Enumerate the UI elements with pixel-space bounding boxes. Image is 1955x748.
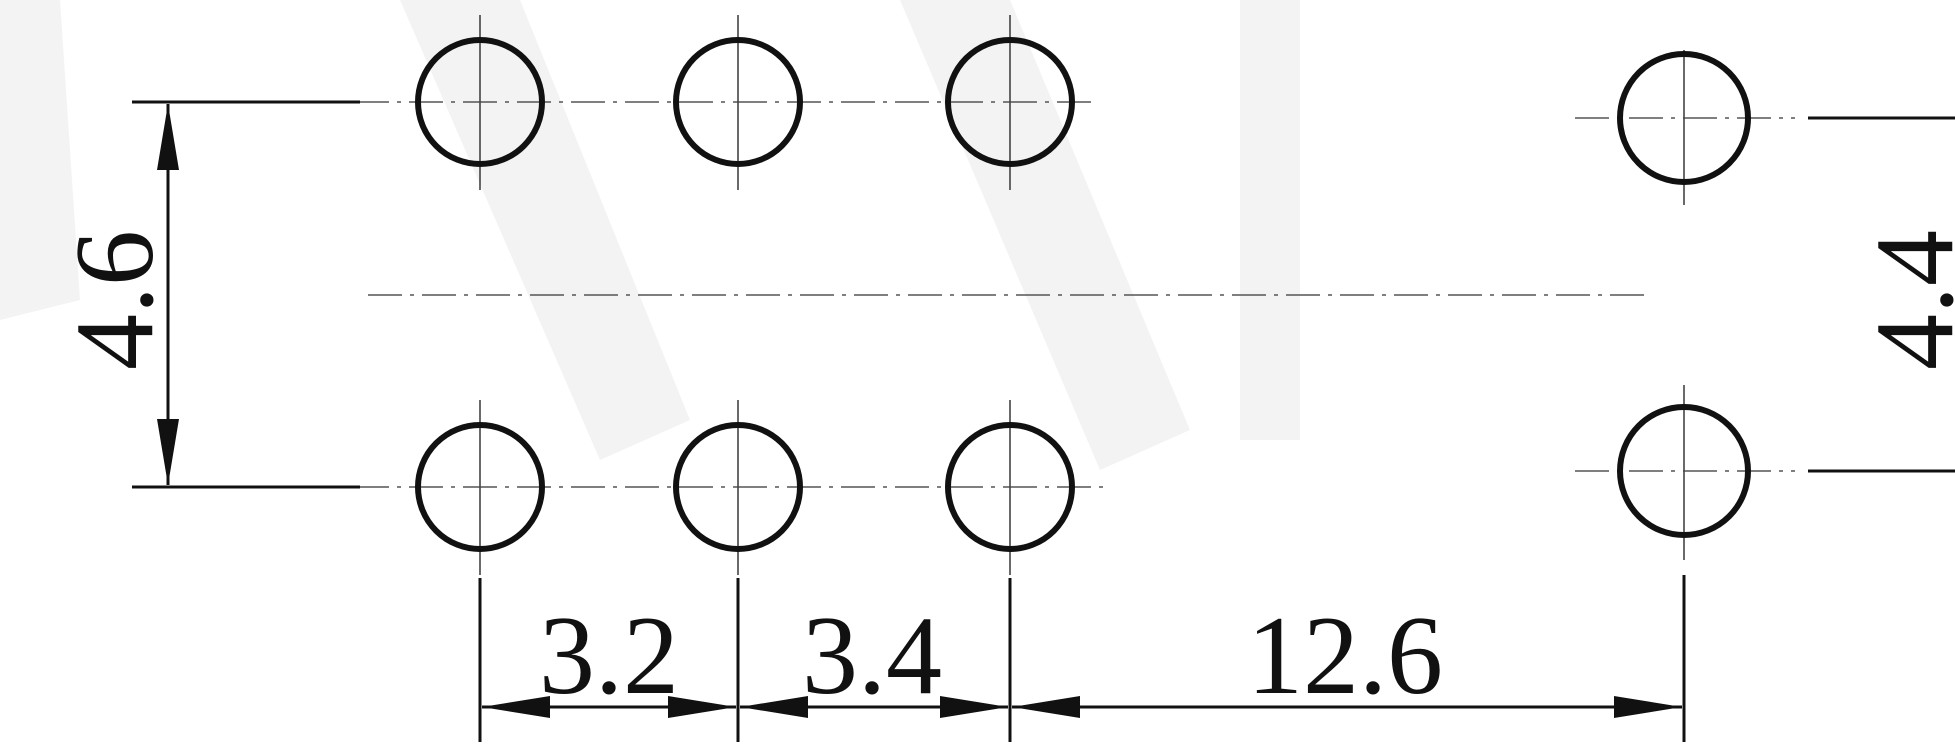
hole-top-3 — [945, 37, 1075, 167]
hole-bottom-4 — [1617, 404, 1751, 538]
watermark — [0, 0, 1300, 470]
hole-bottom-1 — [415, 422, 545, 552]
hole-top-1 — [415, 37, 545, 167]
center-lines — [355, 101, 1795, 488]
row-spacing-right-dimension: 4.4 — [1808, 116, 1955, 473]
pitch-1-label: 3.2 — [539, 594, 679, 718]
row-spacing-right-label: 4.4 — [1853, 230, 1955, 370]
pitch-3-label: 12.6 — [1247, 594, 1443, 718]
hole-top-2 — [673, 37, 803, 167]
holes — [415, 37, 1751, 552]
row-spacing-left-dimension: 4.6 — [53, 100, 360, 489]
pitch-2-label: 3.4 — [802, 594, 942, 718]
hole-bottom-2 — [673, 422, 803, 552]
hole-top-4 — [1617, 51, 1751, 185]
hole-bottom-3 — [945, 422, 1075, 552]
pitch-dimensions: 3.2 3.4 12.6 — [478, 575, 1686, 742]
row-spacing-left-label: 4.6 — [53, 230, 177, 370]
